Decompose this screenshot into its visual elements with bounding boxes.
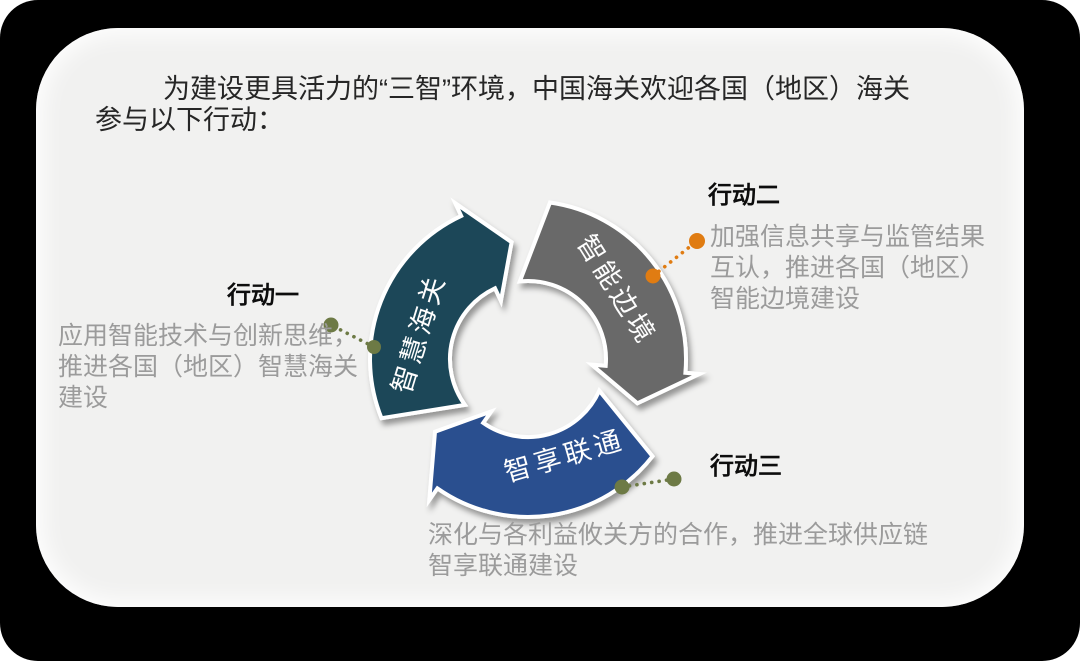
connector-dot-action-3-arc [614,479,630,495]
action-3-heading: 行动三 [710,453,782,480]
connector-dot-action-1-outer [323,317,339,333]
connector-dot-action-2-arc [645,268,661,284]
connector-line-action-2 [651,239,699,278]
connector-dot-action-2-outer [689,233,705,249]
segment-smart-borders-arrow [516,200,707,406]
action-1-description: 应用智能技术与创新思维， 推进各国（地区）智慧海关 建设 [58,322,359,412]
action-2-heading: 行动二 [708,182,780,209]
action-1-heading: 行动一 [227,282,299,309]
action-2-description: 加强信息共享与监管结果 互认，推进各国（地区） 智能边境建设 [710,223,986,313]
connector-dot-action-3-outer [666,471,682,487]
connector-dot-action-1-arc [367,340,381,354]
page-title: 为建设更具活力的“三智”环境，中国海关欢迎各国（地区）海关 参与以下行动： [95,74,910,135]
connector-line-action-3 [620,477,676,489]
connector-line-action-1 [329,323,376,349]
action-3-description: 深化与各利益攸关方的合作，推进全球供应链 智享联通建设 [428,521,929,580]
segment-smart-connectivity-arrow [426,386,656,519]
